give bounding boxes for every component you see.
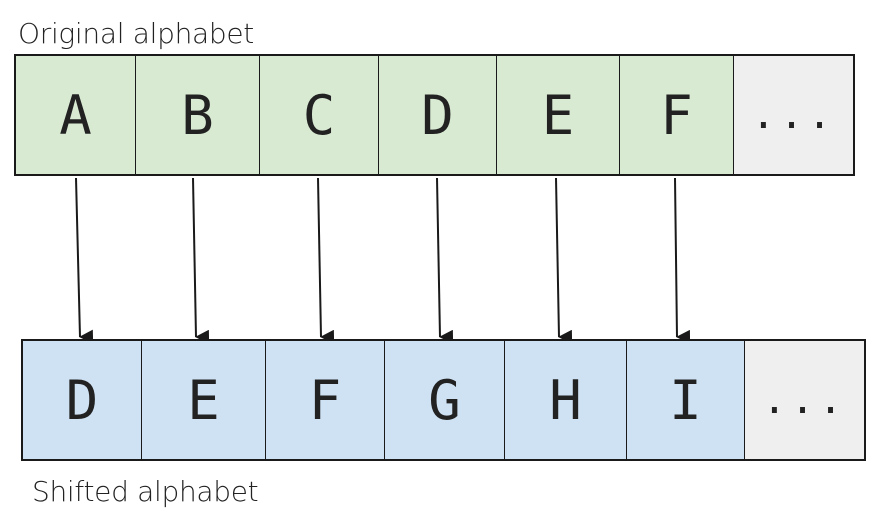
- shifted-alphabet-caption: Shifted alphabet: [32, 475, 259, 508]
- shifted-cell-ellipsis: ...: [745, 341, 864, 459]
- original-cell-e: E: [497, 56, 620, 174]
- arrow-b-to-e: [192, 177, 210, 344]
- original-cell-c: C: [260, 56, 379, 174]
- shifted-cell-i: I: [627, 341, 745, 459]
- original-alphabet-row: A B C D E F ...: [14, 54, 855, 176]
- shifted-alphabet-row: D E F G H I ...: [21, 339, 866, 461]
- shifted-cell-e: E: [142, 341, 266, 459]
- arrow-a-to-d: [75, 177, 94, 344]
- original-alphabet-caption: Original alphabet: [18, 17, 254, 50]
- original-cell-d: D: [379, 56, 497, 174]
- original-cell-ellipsis: ...: [734, 56, 853, 174]
- original-cell-f: F: [620, 56, 734, 174]
- shifted-cell-h: H: [505, 341, 627, 459]
- shifted-cell-g: G: [385, 341, 505, 459]
- shifted-cell-f: F: [266, 341, 385, 459]
- original-cell-a: A: [16, 56, 136, 174]
- arrow-e-to-h: [555, 177, 573, 344]
- shifted-cell-d: D: [23, 341, 142, 459]
- arrow-c-to-f: [317, 177, 335, 344]
- arrow-f-to-i: [674, 177, 691, 344]
- original-cell-b: B: [136, 56, 260, 174]
- arrow-d-to-g: [436, 177, 454, 344]
